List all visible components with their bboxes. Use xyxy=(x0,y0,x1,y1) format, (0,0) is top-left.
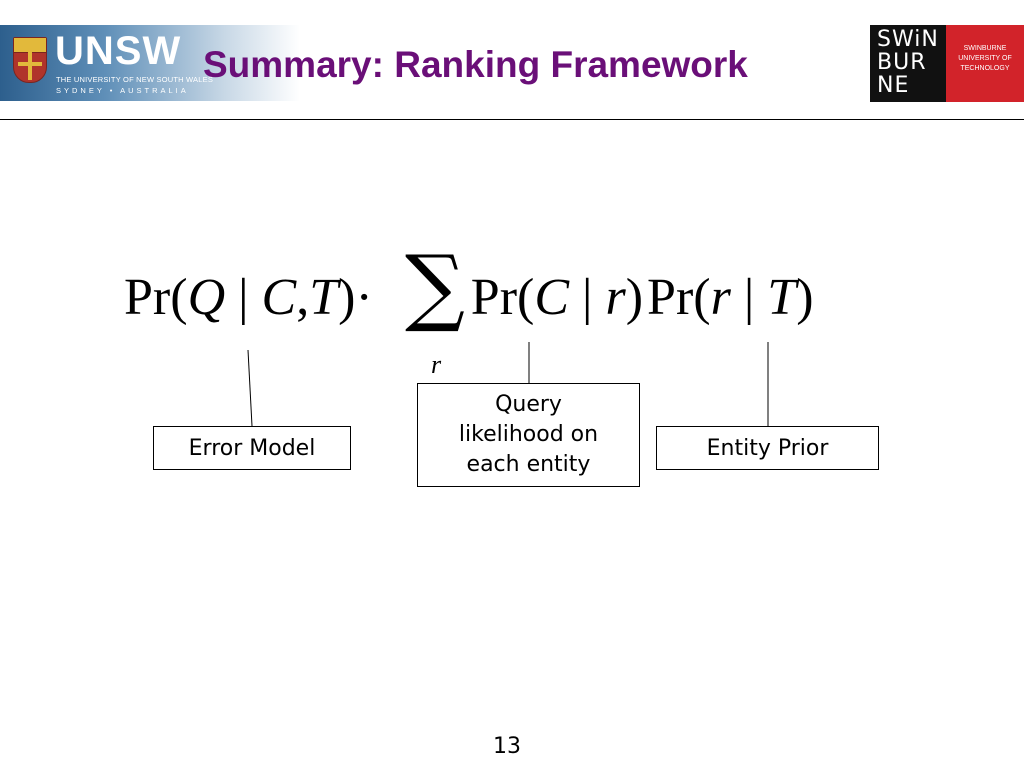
error-model-connector xyxy=(247,349,253,427)
formula-close-paren: ) xyxy=(796,269,814,326)
formula-variable-r: r xyxy=(605,269,626,326)
formula-pr: Pr( xyxy=(124,269,188,326)
formula-pr: Pr( xyxy=(647,269,711,326)
header-divider xyxy=(0,119,1024,120)
formula-variable-c: C xyxy=(261,269,297,326)
entity-prior-label: Entity Prior xyxy=(706,435,829,461)
formula-variable-t: T xyxy=(767,269,797,326)
unsw-location: SYDNEY • AUSTRALIA xyxy=(56,86,189,95)
swinburne-wordmark-line: SWiN xyxy=(877,27,939,52)
swinburne-wordmark-block: SWiN BUR NE xyxy=(870,25,946,102)
swinburne-name-block: SWINBURNE UNIVERSITY OF TECHNOLOGY xyxy=(946,25,1024,102)
slide-header: UNSW THE UNIVERSITY OF NEW SOUTH WALES S… xyxy=(0,0,1024,120)
swinburne-wordmark-line: NE xyxy=(877,73,910,98)
page-number: 13 xyxy=(493,734,521,759)
query-likelihood-box: Query likelihood on each entity xyxy=(417,383,640,487)
formula-variable-r: r xyxy=(710,269,731,326)
formula-variable-q: Q xyxy=(187,269,226,326)
formula-given-bar: | xyxy=(569,269,606,326)
entity-prior-box: Entity Prior xyxy=(656,426,879,470)
unsw-logo: UNSW THE UNIVERSITY OF NEW SOUTH WALES S… xyxy=(0,25,300,101)
summation-index: r xyxy=(431,350,442,379)
unsw-university-name: THE UNIVERSITY OF NEW SOUTH WALES xyxy=(56,75,214,84)
error-model-box: Error Model xyxy=(153,426,351,470)
formula-close-paren: ) xyxy=(625,269,644,326)
query-likelihood-line: Query xyxy=(495,392,562,417)
swinburne-name-line: UNIVERSITY OF xyxy=(958,55,1012,62)
swinburne-name-line: SWINBURNE xyxy=(963,45,1007,52)
swinburne-name-line: TECHNOLOGY xyxy=(960,65,1010,72)
query-likelihood-line: likelihood on xyxy=(458,422,599,447)
formula-pr: Pr( xyxy=(470,269,535,326)
ranking-formula: Pr(Q | C,T)·Pr(C | r)Pr(r | T) xyxy=(124,258,814,338)
formula-given-bar: | xyxy=(225,269,262,326)
query-likelihood-line: each entity xyxy=(466,452,591,477)
formula-variable-t: T xyxy=(309,269,339,326)
slide-title: Summary: Ranking Framework xyxy=(203,44,748,85)
formula-given-bar: | xyxy=(730,269,768,326)
swinburne-wordmark-line: BUR xyxy=(877,50,927,75)
unsw-wordmark: UNSW xyxy=(55,29,182,73)
formula-variable-c: C xyxy=(534,269,570,326)
formula-comma: , xyxy=(296,269,310,326)
error-model-label: Error Model xyxy=(188,435,316,461)
unsw-crest-icon xyxy=(13,37,47,83)
swinburne-logo: SWiN BUR NE SWINBURNE UNIVERSITY OF TECH… xyxy=(870,25,1024,102)
formula-close-dot: )· xyxy=(338,269,373,326)
summation-symbol: ∑ xyxy=(405,237,465,335)
